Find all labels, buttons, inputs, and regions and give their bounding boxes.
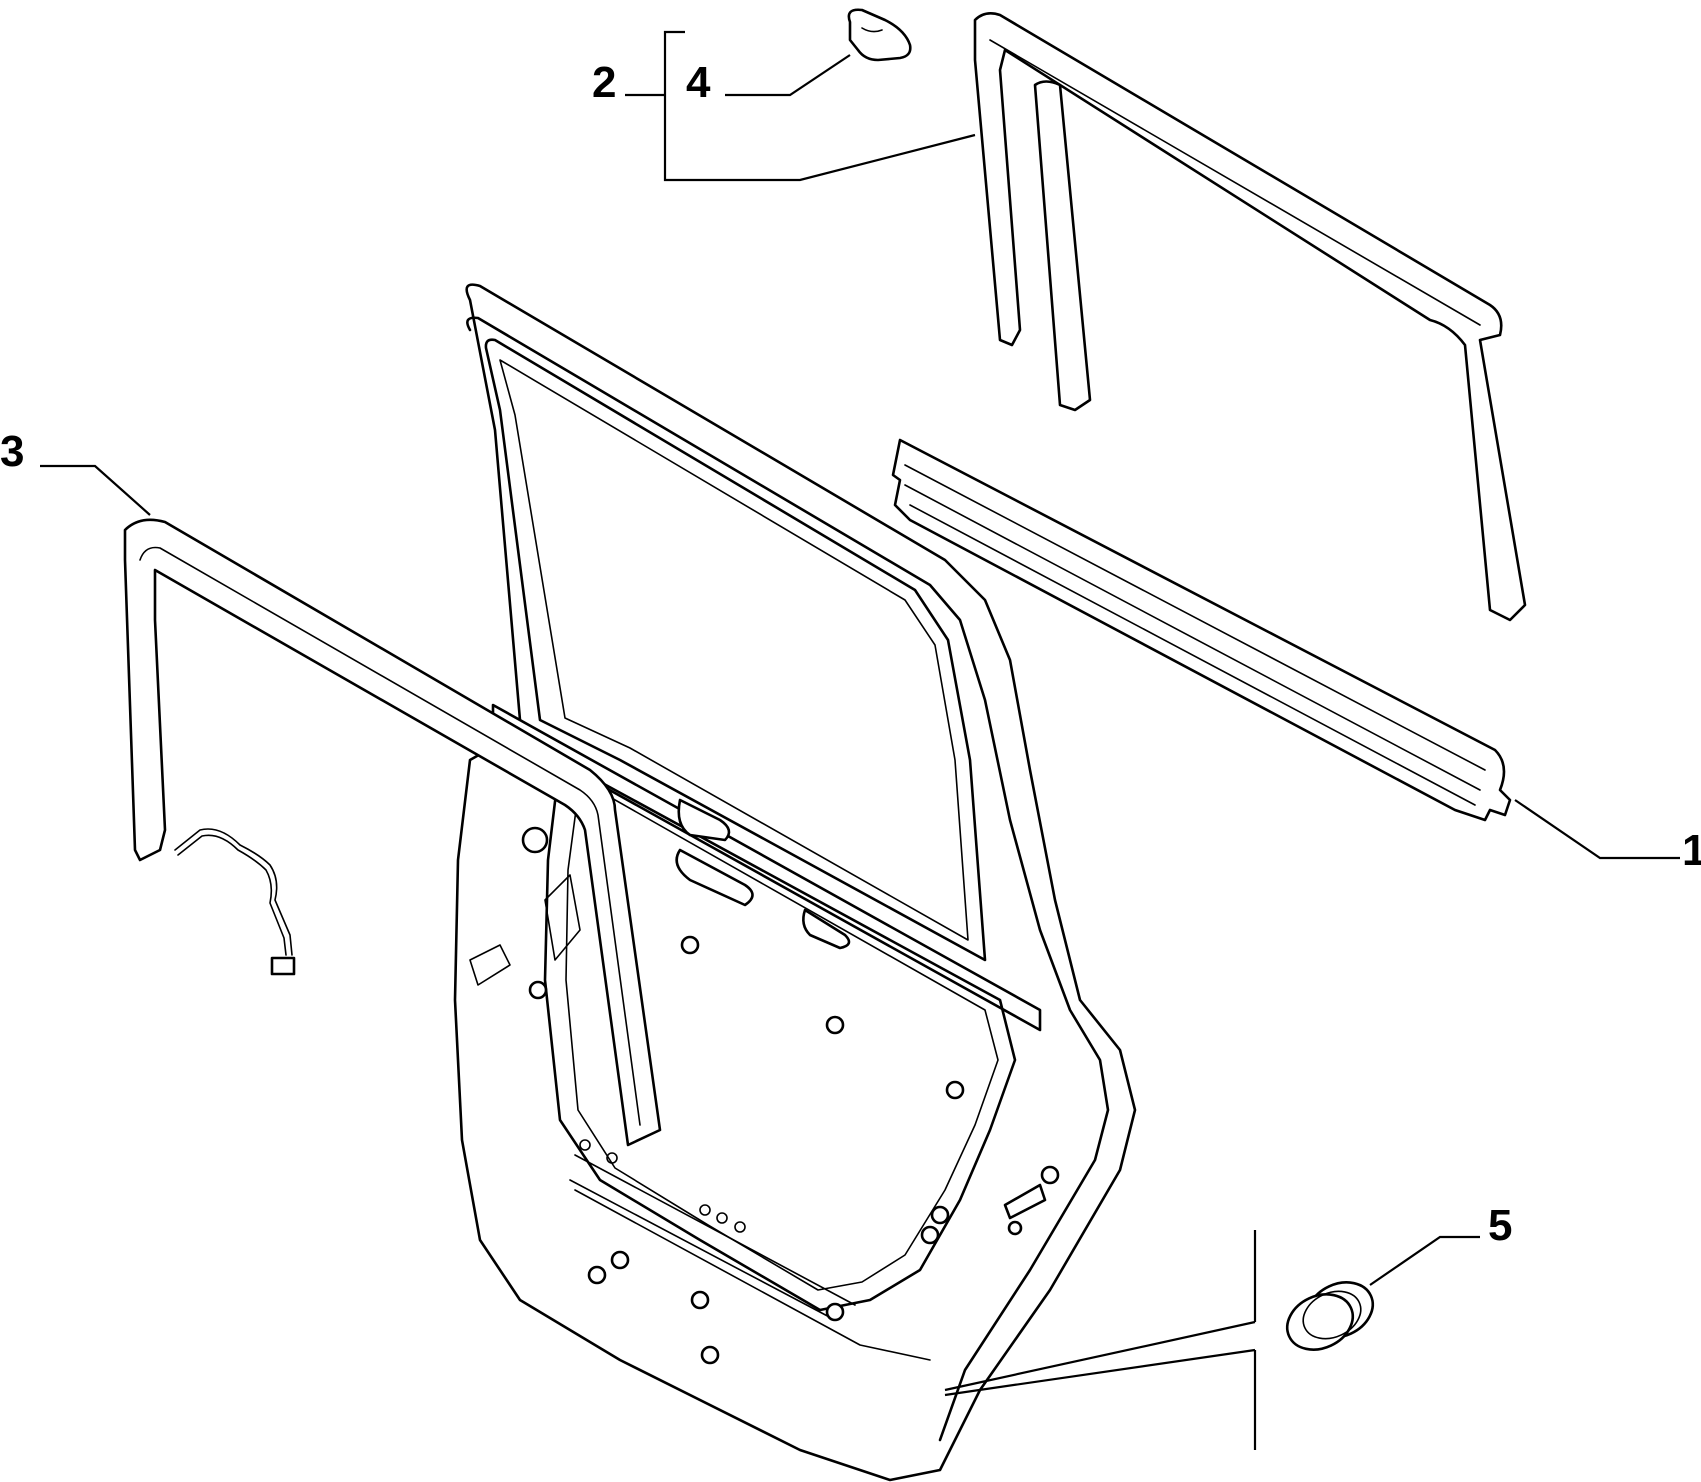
belt-weatherstrip [891,438,1512,822]
callout-3: 3 [0,427,24,476]
leader-3 [40,464,151,516]
callout-labels: 1 2 3 4 5 [0,58,1701,1250]
leader-5 [1369,1235,1480,1286]
door-panel [453,283,1137,1482]
rubber-plug [1285,1281,1375,1351]
leader-1 [1514,799,1680,860]
callout-4: 4 [686,58,711,107]
window-channel-seal [973,12,1527,622]
leader-door-panel [944,1230,1257,1450]
leader-2-bracket [625,30,976,182]
callout-2: 2 [592,58,616,107]
callout-1: 1 [1682,826,1701,875]
fastening-clip [847,8,912,62]
leader-4 [725,54,851,97]
callout-5: 5 [1488,1201,1512,1250]
leader-lines [40,30,1680,1450]
door-frame-seal [123,518,662,1147]
